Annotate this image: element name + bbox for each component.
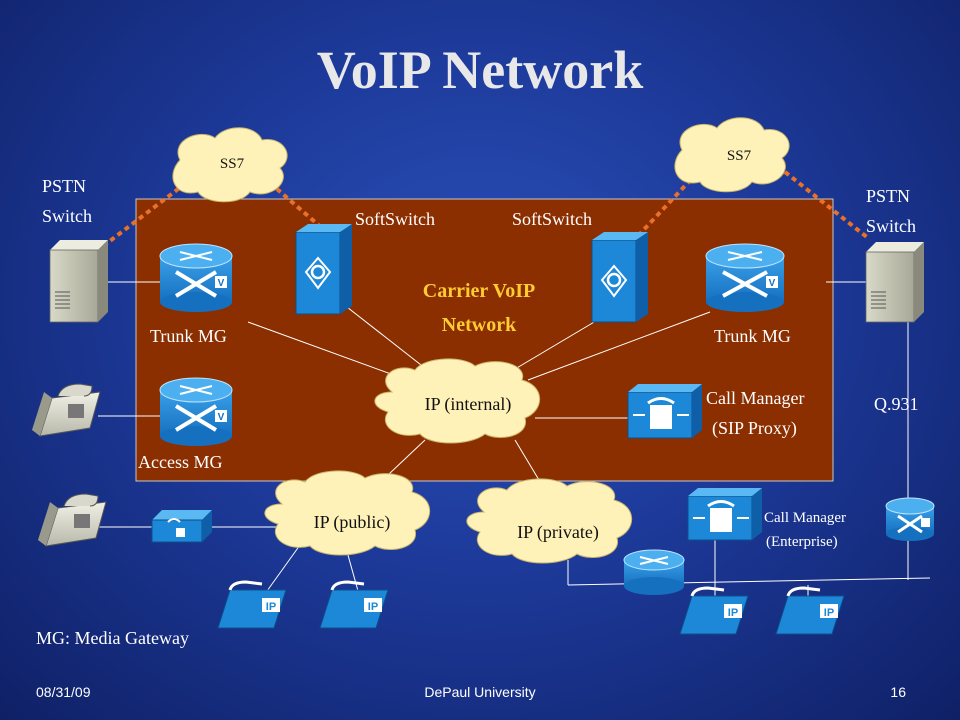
- softswitch-right-label: SoftSwitch: [512, 209, 592, 229]
- analog-adapter-icon: [151, 510, 212, 543]
- softswitch-left-icon: [295, 224, 352, 315]
- carrier-network-label-line1: Carrier VoIP: [423, 280, 535, 302]
- call-manager-enterprise-icon: [687, 488, 762, 541]
- footer-organization: DePaul University: [424, 684, 535, 700]
- pstn-switch-left-label-line1: PSTN: [42, 176, 86, 196]
- ip-internal-label: IP (internal): [425, 394, 512, 415]
- network-links: [95, 281, 931, 599]
- softswitch-right-icon: [591, 232, 648, 323]
- trunk-mg-left-label: Trunk MG: [150, 326, 227, 346]
- call-manager-enterprise-label-line2: (Enterprise): [766, 534, 838, 550]
- trunk-mg-right-icon: V: [705, 243, 785, 312]
- mg-legend: MG: Media Gateway: [36, 628, 189, 648]
- pstn-switch-left-label-line2: Switch: [42, 206, 92, 226]
- ip-phone-icon: IP: [319, 580, 389, 629]
- analog-phone-icon: [38, 493, 107, 547]
- cloud-ip-private: IP (private): [466, 478, 633, 564]
- call-manager-sip-label-line1: Call Manager: [706, 388, 804, 408]
- access-mg-label: Access MG: [138, 452, 222, 472]
- ip-badge: IP: [728, 607, 738, 619]
- ss7-label-left: SS7: [220, 156, 245, 172]
- ip-public-label: IP (public): [314, 512, 391, 533]
- trunk-mg-left-icon: V: [159, 243, 233, 312]
- pstn-switch-left-icon: [49, 240, 108, 323]
- page-title: VoIP Network: [317, 40, 644, 100]
- ip-private-label: IP (private): [517, 522, 599, 543]
- ss7-label-right: SS7: [727, 148, 752, 164]
- ip-phone-icon: IP: [217, 580, 287, 629]
- pstn-switch-right-label-line2: Switch: [866, 216, 916, 236]
- footer-date: 08/31/09: [36, 684, 91, 700]
- ip-badge: IP: [824, 607, 834, 619]
- gateway-v-badge: V: [218, 278, 225, 289]
- cloud-ip-internal: IP (internal): [374, 358, 541, 444]
- enterprise-router-icon: [623, 549, 685, 595]
- cloud-ip-public: IP (public): [264, 470, 431, 556]
- call-manager-sip-label-line2: (SIP Proxy): [712, 418, 797, 439]
- carrier-network-label-line2: Network: [442, 314, 517, 336]
- ip-phone-icon: IP: [775, 586, 845, 635]
- ip-phone-icon: IP: [679, 586, 749, 635]
- enterprise-gateway-icon: [885, 497, 935, 541]
- access-mg-icon: V: [159, 377, 233, 446]
- call-manager-enterprise-label-line1: Call Manager: [764, 510, 846, 526]
- gateway-v-badge: V: [769, 278, 776, 289]
- cloud-ss7-right: SS7: [674, 117, 790, 193]
- ip-badge: IP: [266, 601, 276, 613]
- ip-badge: IP: [368, 601, 378, 613]
- pstn-switch-right-icon: [865, 242, 924, 323]
- softswitch-left-label: SoftSwitch: [355, 209, 435, 229]
- cloud-ss7-left: SS7: [172, 127, 288, 203]
- call-manager-sip-icon: [627, 384, 702, 439]
- ss7-links: [104, 170, 870, 246]
- analog-phone-icon: [32, 383, 101, 437]
- q931-label: Q.931: [874, 394, 919, 414]
- trunk-mg-right-label: Trunk MG: [714, 326, 791, 346]
- gateway-v-badge: V: [218, 412, 225, 423]
- footer-page-number: 16: [890, 684, 906, 700]
- pstn-switch-right-label-line1: PSTN: [866, 186, 910, 206]
